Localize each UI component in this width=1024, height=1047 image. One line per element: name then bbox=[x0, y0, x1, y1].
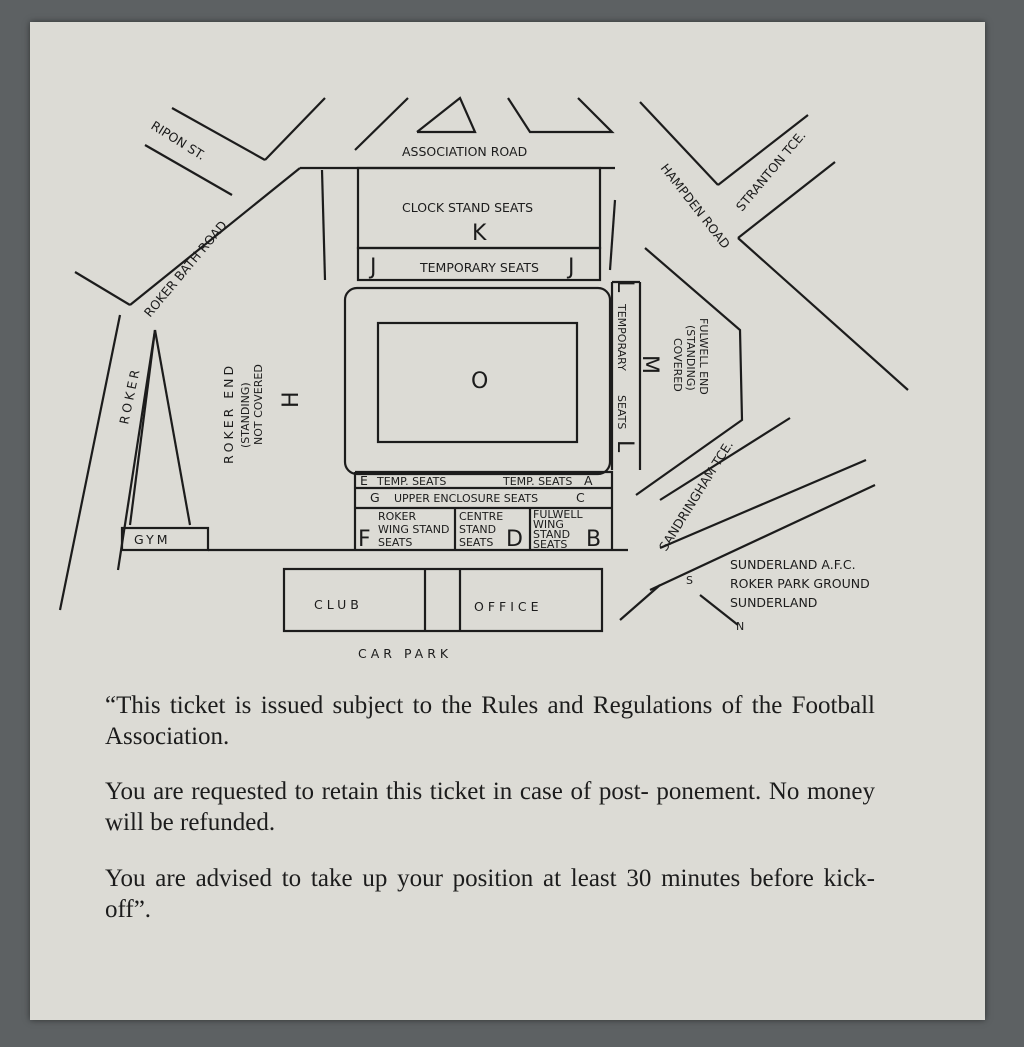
section-b: B bbox=[586, 527, 601, 552]
roker-end-label: ROKER END bbox=[221, 363, 236, 464]
compass-s: S bbox=[686, 574, 693, 587]
rules-paragraph-2: You are requested to retain this ticket … bbox=[105, 778, 875, 836]
fulwell-wing-4: SEATS bbox=[533, 538, 567, 551]
section-l-bottom: L bbox=[612, 440, 637, 453]
section-k: K bbox=[472, 221, 487, 246]
address-line-2: ROKER PARK GROUND bbox=[730, 576, 870, 591]
centre-1: CENTRE bbox=[459, 510, 503, 523]
section-l-top: L bbox=[612, 280, 637, 293]
car-park-label: CAR PARK bbox=[358, 646, 452, 661]
section-j-right: J bbox=[566, 255, 575, 280]
fulwell-end-label: FULWELL END bbox=[697, 318, 710, 395]
e-temp-seats: TEMP. SEATS bbox=[376, 475, 446, 488]
road-label-stranton: STRANTON TCE. bbox=[733, 128, 809, 214]
fulwell-wing-1: FULWELL bbox=[533, 508, 583, 521]
road-label-ripon: RIPON ST. bbox=[148, 118, 208, 163]
section-m: M bbox=[637, 355, 662, 374]
clock-stand-label: CLOCK STAND SEATS bbox=[402, 200, 533, 215]
gym-label: GYM bbox=[134, 532, 170, 547]
office-label: OFFICE bbox=[474, 599, 543, 614]
address-line-1: SUNDERLAND A.F.C. bbox=[730, 557, 856, 572]
map-labels: ASSOCIATION ROAD RIPON ST. ROKER BATH RO… bbox=[116, 118, 870, 661]
upper-enclosure-label: UPPER ENCLOSURE SEATS bbox=[394, 492, 538, 505]
l-seats-label: SEATS bbox=[615, 395, 628, 429]
roker-wing-1: ROKER bbox=[378, 510, 416, 523]
roker-end-cover: NOT COVERED bbox=[252, 364, 265, 445]
section-o: O bbox=[471, 369, 488, 394]
roker-wing-2: WING STAND bbox=[378, 523, 449, 536]
road-label-roker-bath: ROKER BATH ROAD bbox=[141, 218, 230, 320]
section-j-left: J bbox=[368, 255, 377, 280]
fulwell-wing-2: WING bbox=[533, 518, 564, 531]
address-line-3: SUNDERLAND bbox=[730, 595, 817, 610]
a-temp-seats: TEMP. SEATS bbox=[502, 475, 572, 488]
fulwell-standing: (STANDING) bbox=[684, 325, 697, 391]
fulwell-cover: COVERED bbox=[671, 338, 684, 392]
road-label-association: ASSOCIATION ROAD bbox=[402, 144, 527, 159]
rules-paragraph-1: “This ticket is issued subject to the Ru… bbox=[105, 692, 875, 750]
section-h: H bbox=[279, 391, 304, 408]
section-e: E bbox=[360, 473, 368, 488]
centre-3: SEATS bbox=[459, 536, 493, 549]
roker-wing-3: SEATS bbox=[378, 536, 412, 549]
section-g: G bbox=[370, 490, 380, 505]
temporary-seats-label: TEMPORARY SEATS bbox=[419, 260, 539, 275]
centre-2: STAND bbox=[459, 523, 496, 536]
section-d: D bbox=[506, 527, 523, 552]
club-label: CLUB bbox=[314, 597, 363, 612]
compass-n: N bbox=[736, 620, 744, 633]
section-c: C bbox=[576, 490, 585, 505]
rules-paragraph-3: You are advised to take up your position… bbox=[105, 865, 875, 923]
section-f: F bbox=[358, 527, 371, 552]
road-label-hampden: HAMPDEN ROAD bbox=[658, 161, 734, 252]
road-label-roker: ROKER bbox=[116, 365, 143, 425]
l-temporary-label: TEMPORARY bbox=[615, 303, 628, 371]
roker-end-standing: (STANDING) bbox=[239, 382, 252, 448]
map-lines bbox=[58, 96, 909, 633]
section-a: A bbox=[584, 473, 593, 488]
fulwell-wing-3: STAND bbox=[533, 528, 570, 541]
